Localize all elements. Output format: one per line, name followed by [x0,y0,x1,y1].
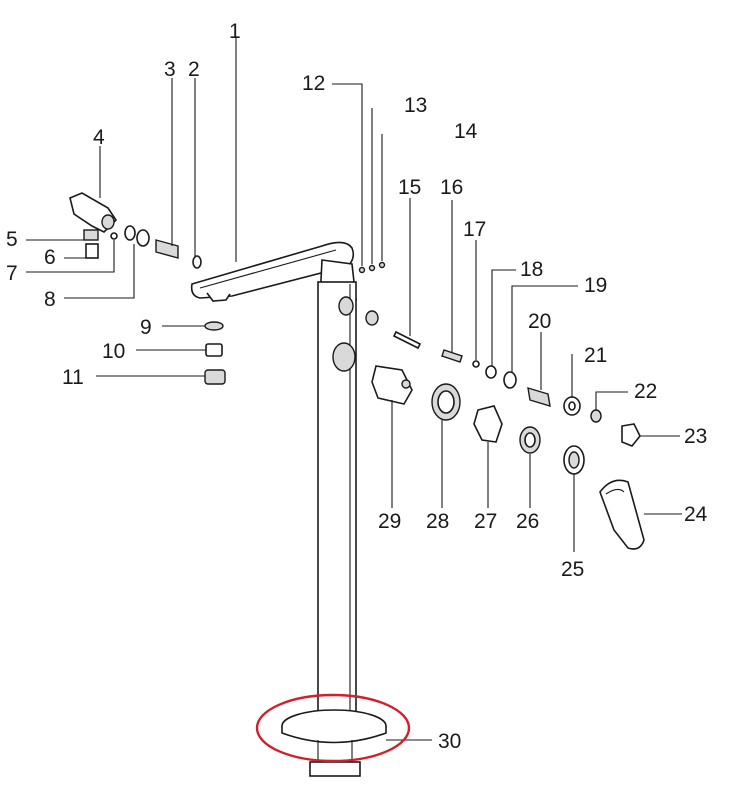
callout-29: 29 [378,510,401,533]
part-3-connector [155,239,179,259]
callout-2: 2 [188,58,200,81]
callout-23: 23 [684,425,707,448]
part-5-nozzle [83,229,99,241]
callout-5: 5 [6,228,18,251]
part-17-19-seals [472,360,517,389]
part-21-washer [563,396,581,416]
part-23-cap [621,423,641,447]
part-6-nipple [85,243,99,259]
part-29-cartridge [371,365,413,405]
callout-3: 3 [164,58,176,81]
part-1-spout-column [190,241,357,723]
callout-27: 27 [474,510,497,533]
leader-lines [26,38,682,741]
part-8-oring [124,225,150,247]
part-25-escutcheon [563,445,585,475]
callout-17: 17 [463,218,486,241]
part-20-spindle [527,387,551,407]
callout-22: 22 [634,380,657,403]
callout-10: 10 [102,340,125,363]
part-26-ring [519,426,541,454]
part-7-washer [110,232,118,240]
highlight-ellipse [255,693,411,763]
part-2-ring [192,255,202,269]
callout-21: 21 [584,344,607,367]
part-15-screw [392,330,422,350]
part-4-holder [69,192,118,233]
callout-13: 13 [404,94,427,117]
callout-16: 16 [440,176,463,199]
callout-24: 24 [684,503,708,526]
part-28-nut [431,383,461,421]
part-22-nut [590,409,602,423]
part-11-aerator [204,369,226,385]
callout-11: 11 [62,366,84,389]
callout-4: 4 [93,126,105,149]
callout-6: 6 [44,246,56,269]
callout-19: 19 [584,274,607,297]
callout-28: 28 [426,510,449,533]
callout-26: 26 [516,510,539,533]
part-10-insert [205,343,223,357]
part-24-lever-handle [599,479,645,550]
part-16-bolt [441,349,463,363]
callout-20: 20 [528,310,551,333]
callout-8: 8 [44,288,56,311]
callout-7: 7 [6,262,18,285]
callout-9: 9 [140,316,152,339]
callout-18: 18 [520,258,543,281]
callout-25: 25 [561,558,584,581]
callout-12: 12 [302,72,325,95]
callout-30: 30 [438,730,461,753]
part-27-cover [473,405,503,443]
callout-labels: 1 2 3 4 5 6 7 8 9 10 11 12 13 14 15 16 1… [6,20,708,753]
callout-15: 15 [398,176,421,199]
part-9-screen [204,321,224,331]
part-12-13-14-pins [358,261,386,326]
callout-1: 1 [229,20,241,43]
part-30-base-plate [281,709,387,777]
callout-14: 14 [454,120,478,143]
